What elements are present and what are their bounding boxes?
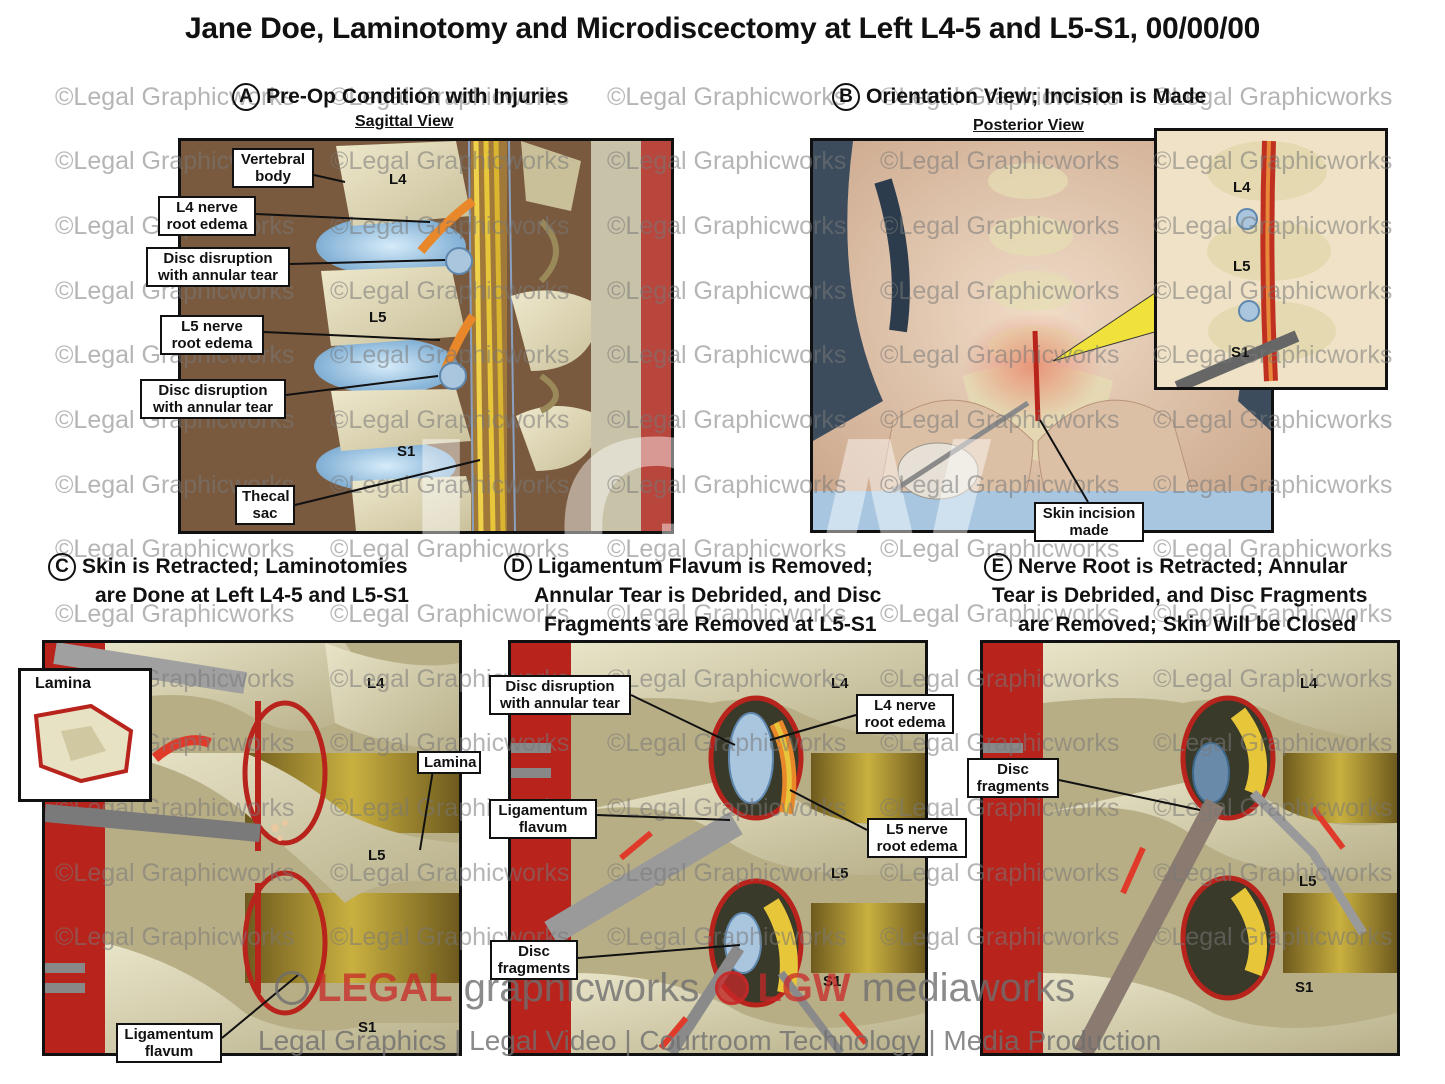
panel-d-level-s1: S1 [823, 973, 842, 990]
play-circle-icon [715, 971, 750, 1005]
panel-e-letter: E [984, 553, 1012, 582]
panel-c-letter: C [48, 553, 76, 582]
panel-c-level-s1: S1 [358, 1019, 377, 1036]
page-title: Jane Doe, Laminotomy and Microdiscectomy… [184, 12, 1261, 45]
big-lgw-watermark: LGW [405, 384, 991, 674]
panel-a-level-l5: L5 [369, 309, 387, 326]
nerve-retraction-art [983, 643, 1397, 1053]
panel-b-subheading: Posterior View [973, 117, 1084, 134]
panel-c-title-line-1: Skin is Retracted; Laminotomies [82, 555, 408, 578]
panel-d-title-line-3: Fragments are Removed at L5-S1 [544, 613, 877, 637]
panel-a-level-l4: L4 [389, 171, 407, 188]
panel-e-title-line-2: Tear is Debrided, and Disc Fragments [992, 584, 1368, 608]
panel-e-heading: E Nerve Root is Retracted; Annular Tear i… [984, 552, 1367, 639]
lamina-fragment-art [21, 671, 149, 799]
footer-legal: LEGAL [317, 966, 453, 1010]
panel-c-level-l5: L5 [368, 847, 386, 864]
panel-b-title: Orientation View; Incision is Made [866, 85, 1207, 108]
panel-a-level-s1: S1 [397, 443, 416, 460]
footer-tagline: Legal Graphics | Legal Video | Courtroom… [258, 1025, 1162, 1056]
panel-b-heading: B Orientation View; Incision is Made [832, 82, 1207, 112]
panel-a-title: Pre-Op Condition with Injuries [266, 85, 569, 108]
panel-d-level-l5: L5 [831, 865, 849, 882]
panel-d-level-l4: L4 [831, 675, 849, 692]
panel-c-inset-label: Lamina [35, 675, 92, 692]
panel-c-title-line-2: are Done at Left L4-5 and L5-S1 [95, 584, 409, 608]
panel-e-title-line-1: Nerve Root is Retracted; Annular [1018, 555, 1348, 578]
panel-c-level-l4: L4 [367, 675, 385, 692]
panel-b-letter: B [832, 83, 860, 112]
panel-d-heading: D Ligamentum Flavum is Removed; Annular T… [504, 552, 881, 639]
panel-c-inset-lamina: Lamina [18, 668, 152, 802]
panel-d-letter: D [504, 553, 532, 582]
panel-b-level-l4: L4 [1233, 179, 1251, 196]
label-c-lamina: Lamina [417, 751, 481, 774]
panel-a-heading: A Pre-Op Condition with Injuries [232, 82, 569, 112]
panel-e-level-s1: S1 [1295, 979, 1314, 996]
panel-a-letter: A [232, 83, 260, 112]
watermark-text: ©Legal Graphicworks [607, 83, 847, 111]
panel-b-inset-closeup: L4 L5 S1 [1154, 128, 1388, 390]
incision-closeup-art [1157, 131, 1385, 387]
panel-e-title-line-3: are Removed; Skin Will be Closed [1018, 613, 1357, 637]
panel-b-level-l5: L5 [1233, 258, 1251, 275]
panel-d-title-line-1: Ligamentum Flavum is Removed; [538, 555, 873, 578]
panel-d-title-line-2: Annular Tear is Debrided, and Disc [534, 584, 882, 608]
panel-c-heading: C Skin is Retracted; Laminotomies are Don… [48, 552, 409, 610]
panel-e-level-l5: L5 [1299, 873, 1317, 890]
panel-b-level-s1: S1 [1231, 344, 1250, 361]
panel-a-subheading: Sagittal View [355, 113, 454, 130]
footer-mediaworks: mediaworks [861, 966, 1076, 1010]
footer-lgw: LGW [757, 966, 851, 1010]
panel-e-illustration: L4 L5 S1 [980, 640, 1400, 1056]
panel-e-level-l4: L4 [1300, 675, 1318, 692]
copyright-circle-icon [275, 971, 309, 1005]
